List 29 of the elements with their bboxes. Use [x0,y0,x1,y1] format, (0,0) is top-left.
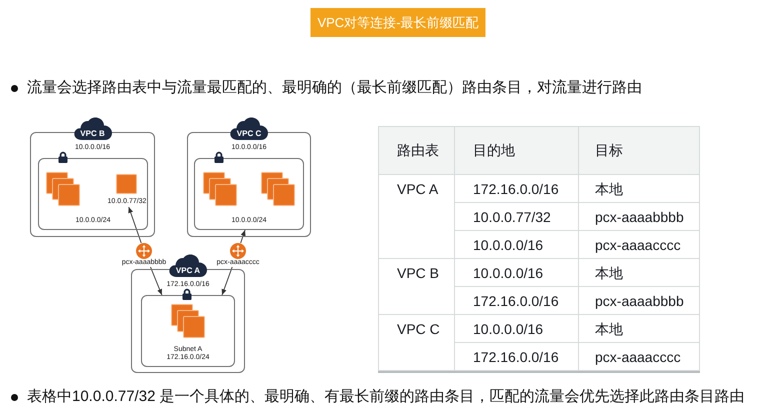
table-cell: pcx-aaaabbbb [578,286,700,314]
slide-title: VPC对等连接-最长前缀匹配 [310,8,486,37]
table-cell: 本地 [578,314,700,342]
table-cell: 172.16.0.0/16 [454,342,578,370]
column-header: 目的地 [454,126,578,174]
table-cell: pcx-aaaabbbb [578,202,700,230]
table-cell: 172.16.0.0/16 [454,174,578,202]
table-cell: 本地 [578,258,700,286]
table-cell: pcx-aaaacccc [578,230,700,258]
vpc-name: VPC C [236,129,262,139]
bullet-text: 表格中10.0.0.77/32 是一个具体的、最明确、有最长前缀的路由条目，匹配的流量会优先选择此路由条目路由 [27,387,745,407]
vpc-name: VPC A [176,266,200,276]
table-cell: 本地 [578,174,700,202]
bullet-text: 流量会选择路由表中与流量最匹配的、最明确的（最长前缀匹配）路由条目，对流量进行路由 [27,78,642,98]
arrow [222,266,233,296]
arrow [240,230,246,244]
table-cell: 10.0.0.77/32 [454,202,578,230]
column-header: 目标 [578,126,700,174]
table-cell: VPC C [378,314,454,370]
table-cell: VPC A [378,174,454,258]
table-cell: 10.0.0.0/16 [454,314,578,342]
vpc-name: VPC B [80,129,105,139]
table-cell: 10.0.0.0/16 [454,258,578,286]
table-cell: VPC B [378,258,454,314]
table-cell: 172.16.0.0/16 [454,286,578,314]
arrow [150,266,162,296]
column-header: 路由表 [378,126,454,174]
table-cell: 10.0.0.0/16 [454,230,578,258]
table-cell: pcx-aaaacccc [578,342,700,370]
